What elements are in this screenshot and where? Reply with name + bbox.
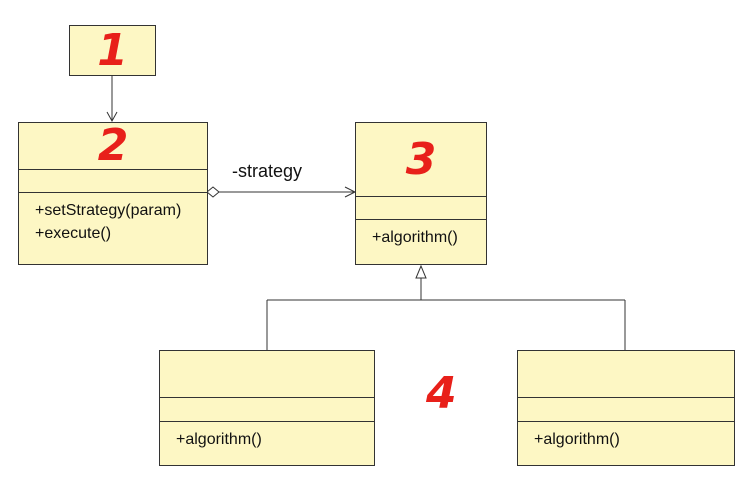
class-box-3[interactable]: 3 +algorithm()	[355, 122, 487, 265]
class-box-3-label: 3	[405, 133, 437, 185]
class-box-4-left[interactable]: +algorithm()	[159, 350, 375, 466]
class-box-3-attributes	[356, 196, 486, 219]
generalization-triangle	[415, 264, 427, 279]
class-box-2-attributes	[19, 169, 207, 192]
operation-execute: +execute()	[35, 225, 112, 242]
operation-algorithm: +algorithm()	[176, 431, 262, 448]
operation-algorithm: +algorithm()	[534, 431, 620, 448]
class-box-1-name: 1	[70, 26, 155, 75]
class-box-4-right-operations: +algorithm()	[518, 421, 734, 451]
class-box-4-left-attributes	[160, 397, 374, 421]
class-box-3-name: 3	[356, 123, 486, 196]
class-box-4-right-name	[518, 351, 734, 397]
class-box-2-label: 2	[97, 120, 129, 171]
class-box-1[interactable]: 1	[69, 25, 156, 76]
class-box-2[interactable]: 2 +setStrategy(param) +execute()	[18, 122, 208, 265]
aggregation-diamond	[206, 186, 220, 198]
dependency-arrowhead	[106, 111, 118, 123]
class-box-4-right-attributes	[518, 397, 734, 421]
association-role-label: -strategy	[232, 161, 303, 181]
class-box-4-right[interactable]: +algorithm()	[517, 350, 735, 466]
operation-set-strategy: +setStrategy(param)	[35, 202, 182, 219]
class-box-1-label: 1	[97, 24, 128, 76]
class-box-2-name: 2	[19, 123, 207, 169]
operation-algorithm: +algorithm()	[372, 229, 458, 246]
class-box-2-operations: +setStrategy(param) +execute()	[19, 192, 207, 245]
class-box-4-left-name	[160, 351, 374, 397]
class-box-3-operations: +algorithm()	[356, 219, 486, 249]
class-box-4-left-operations: +algorithm()	[160, 421, 374, 451]
group-4-label: 4	[426, 368, 457, 419]
